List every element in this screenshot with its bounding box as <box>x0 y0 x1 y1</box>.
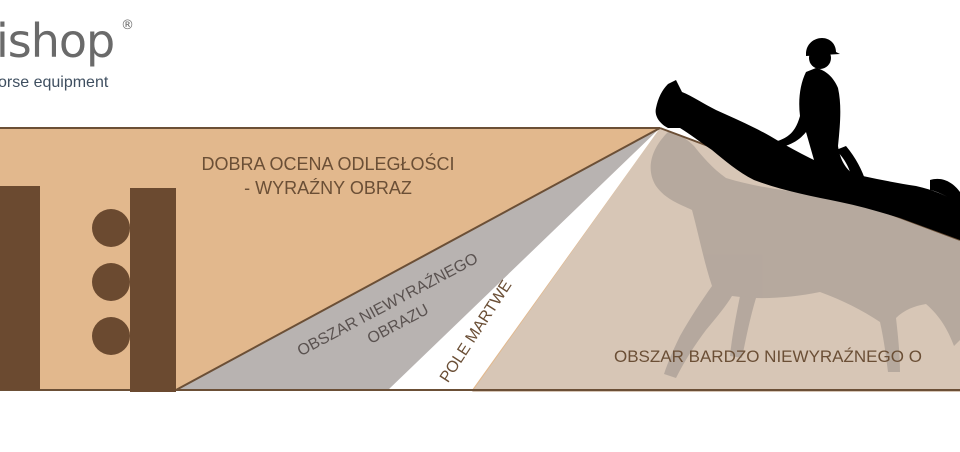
fence-jump <box>0 186 176 392</box>
registered-mark: ® <box>121 18 134 33</box>
good-zone-label-line2: - WYRAŹNY OBRAZ <box>244 178 412 198</box>
fence-post-icon <box>130 188 176 392</box>
fence-pole-icon <box>92 317 130 355</box>
horse-ghost-silhouette-icon <box>650 132 960 378</box>
good-zone-label-line1: DOBRA OCENA ODLEGŁOŚCI <box>201 153 454 174</box>
dead-zone-area <box>388 128 660 390</box>
fence-post-icon <box>0 186 40 390</box>
very-blurry-zone-label: OBSZAR BARDZO NIEWYRAŹNEGO O <box>614 347 922 366</box>
brand-tagline: orse equipment <box>0 74 109 91</box>
fence-pole-icon <box>92 209 130 247</box>
brand-logo: ishop <box>0 14 115 68</box>
fence-pole-icon <box>92 263 130 301</box>
horse-rider-silhouette-icon <box>655 38 960 240</box>
